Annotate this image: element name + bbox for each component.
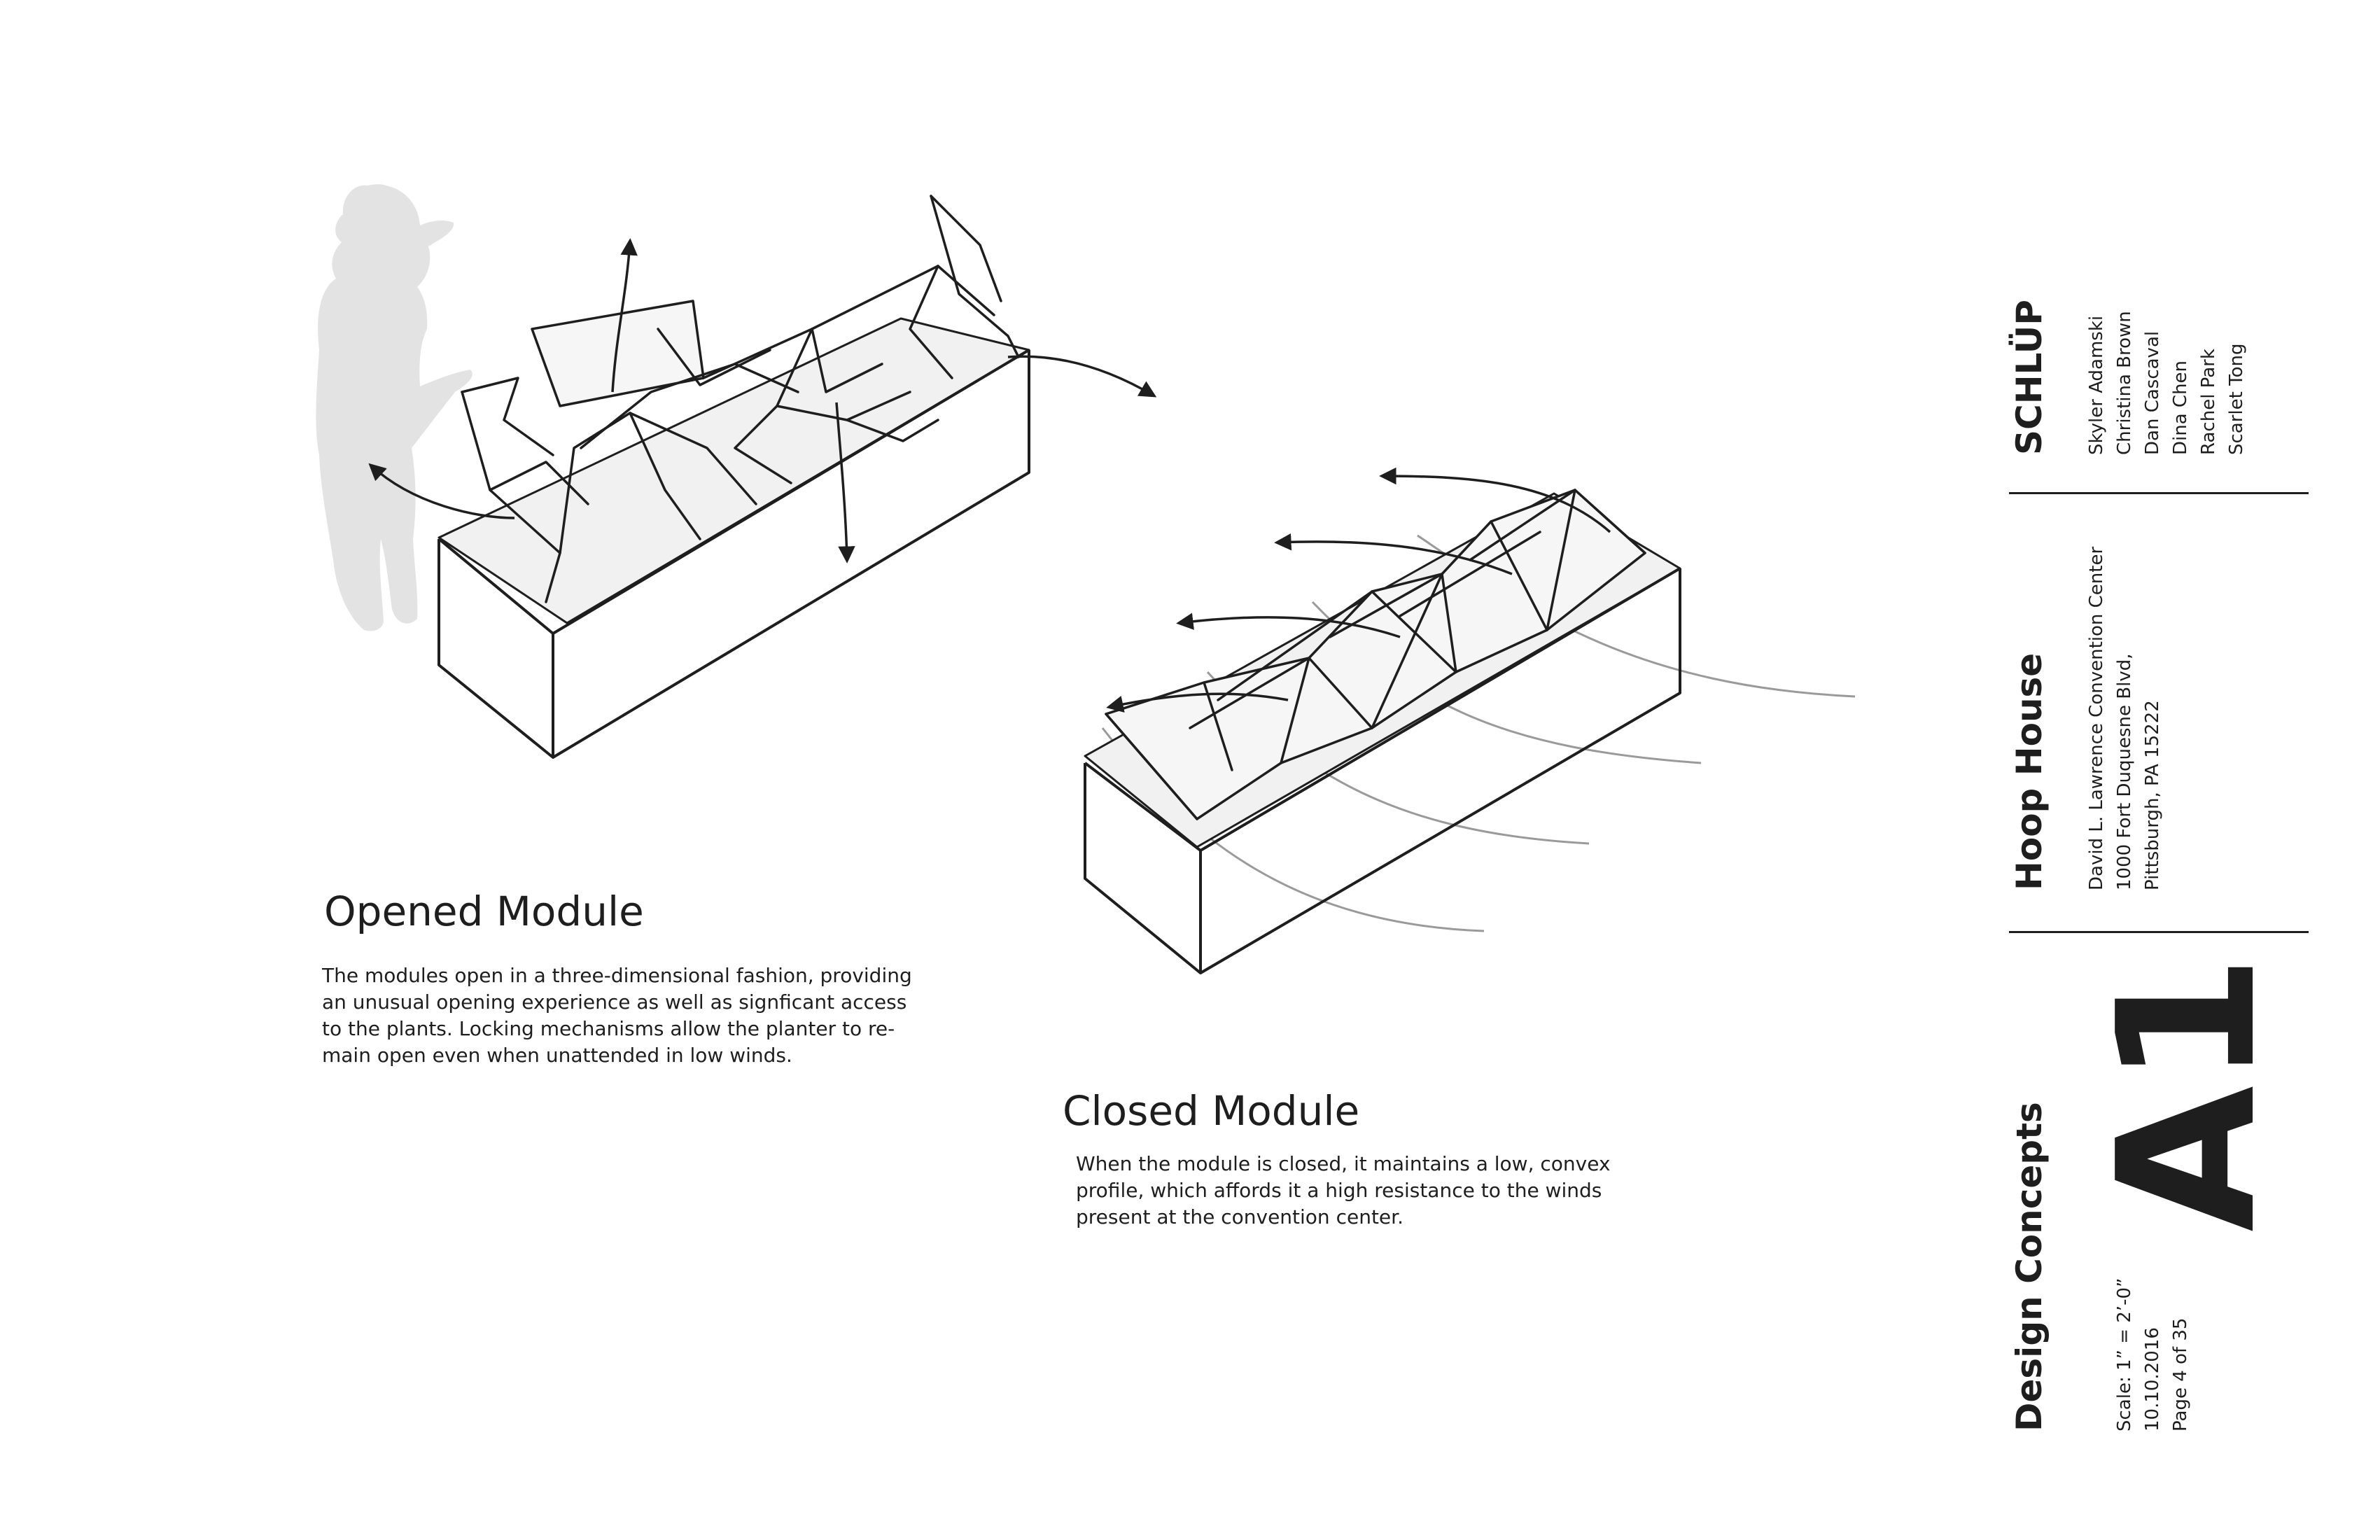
member-3: Dan Cascaval — [2142, 330, 2163, 455]
child-silhouette — [316, 184, 472, 631]
closed-frame — [1105, 489, 1646, 820]
opened-frame — [461, 195, 1020, 603]
member-5: Rachel Park — [2198, 349, 2219, 455]
closed-line-2: profile, which affords it a high resista… — [1076, 1179, 1602, 1202]
opened-planter-box — [438, 317, 1030, 759]
member-4: Dina Chen — [2170, 360, 2191, 455]
opened-module-description: The modules open in a three-dimensional … — [322, 962, 994, 1069]
address-line-1: David L. Lawrence Convention Center — [2086, 546, 2107, 890]
closed-line-3: present at the convention center. — [1076, 1205, 1404, 1228]
member-6: Scarlet Tong — [2226, 343, 2247, 455]
opened-line-4: main open even when unattended in low wi… — [322, 1044, 792, 1067]
arrow-curve-3 — [1176, 612, 1401, 638]
arrow-right — [1007, 355, 1157, 398]
arrow-up — [611, 238, 638, 393]
opened-line-3: to the plants. Locking mechanisms allow … — [322, 1017, 895, 1040]
opened-arrows — [368, 238, 1157, 564]
team-members: Skyler Adamski Christina Brown Dan Casca… — [2082, 311, 2250, 455]
scale-label: Scale: 1” = 2’-0” — [2114, 1278, 2135, 1432]
arrow-curve-4 — [1106, 692, 1289, 713]
closed-module-title: Closed Module — [1063, 1087, 1360, 1135]
date-label: 10.10.2016 — [2142, 1327, 2163, 1432]
closed-line-1: When the module is closed, it maintains … — [1076, 1152, 1611, 1175]
arrow-curve-1 — [1379, 467, 1611, 533]
sheet-meta: Scale: 1” = 2’-0” 10.10.2016 Page 4 of 3… — [2110, 1278, 2194, 1432]
address-line-3: Pittsburgh, PA 15222 — [2142, 700, 2163, 890]
arrow-left — [368, 463, 515, 519]
address-line-2: 1000 Fort Duquesne Blvd, — [2114, 653, 2135, 891]
arrow-down — [835, 402, 855, 564]
title-block-rule-2 — [2009, 931, 2309, 933]
opened-module-title: Opened Module — [324, 888, 644, 935]
project-address: David L. Lawrence Convention Center 1000… — [2082, 547, 2166, 890]
arrow-curve-2 — [1274, 533, 1513, 575]
closed-arrows — [1106, 467, 1611, 713]
project-name: Hoop House — [2009, 652, 2050, 890]
opened-line-2: an unusual opening experience as well as… — [322, 990, 907, 1014]
member-2: Christina Brown — [2114, 311, 2135, 455]
page-label: Page 4 of 35 — [2170, 1317, 2191, 1432]
member-1: Skyler Adamski — [2086, 315, 2107, 455]
sheet-number: A1 — [2077, 954, 2297, 1232]
closed-module-description: When the module is closed, it maintains … — [1076, 1151, 1692, 1231]
opened-line-1: The modules open in a three-dimensional … — [322, 964, 912, 987]
team-name: SCHLÜP — [2009, 300, 2050, 455]
sheet-title: Design Concepts — [2009, 1102, 2050, 1432]
title-block-rule-1 — [2009, 492, 2309, 494]
